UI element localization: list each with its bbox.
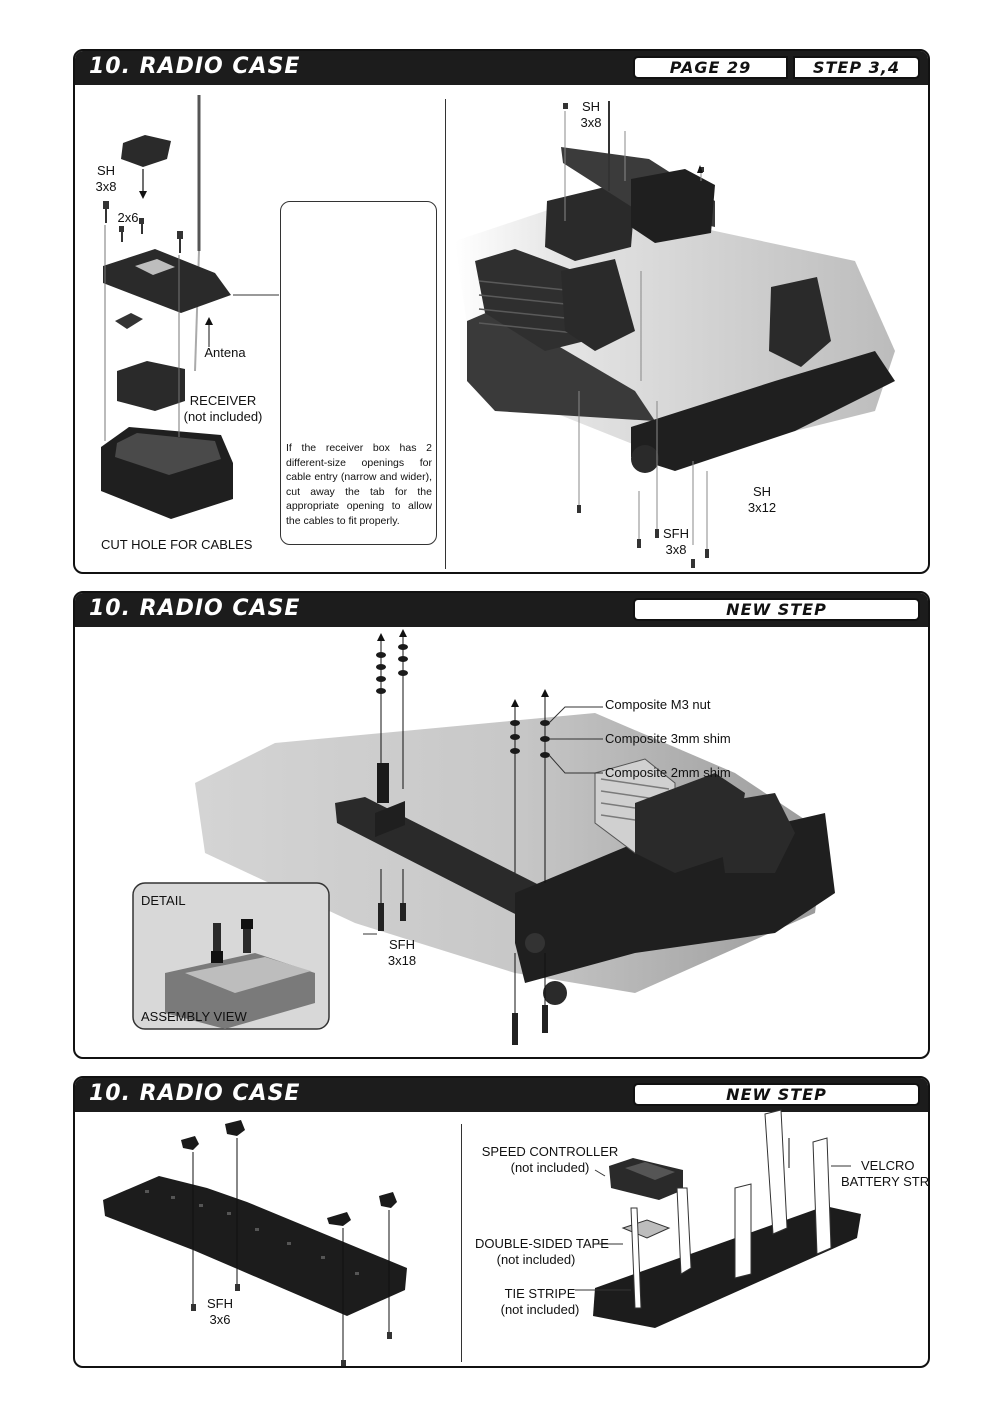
screw-type: SFH	[389, 937, 415, 952]
receiver-note-box	[280, 201, 437, 545]
screw-type: SFH	[663, 526, 689, 541]
screw-label-sfh: SFH 3x18	[385, 937, 419, 969]
label-composite-3mm-shim: Composite 3mm shim	[605, 731, 731, 746]
antenna-label: Antena	[204, 345, 246, 360]
panel-title: 10. RADIO CASE	[89, 596, 301, 621]
screw-label-sfh: SFH 3x6	[205, 1296, 235, 1328]
battery-strap-title: BATTERY STRAP	[841, 1174, 930, 1189]
label-composite-2mm-shim: Composite 2mm shim	[605, 765, 731, 780]
receiver-box-exploded-illustration: !	[101, 95, 895, 568]
screw-size: 3x8	[665, 542, 687, 557]
panel-step-1: 10. RADIO CASE PAGE 29 STEP 3,4	[73, 49, 930, 574]
velcro-strap-label: VELCRO BATTERY STRAP	[841, 1158, 930, 1190]
step-tag: STEP 3,4	[793, 56, 920, 79]
panel-header: 10. RADIO CASE NEW STEP	[75, 1078, 928, 1112]
panel-title: 10. RADIO CASE	[89, 1081, 301, 1106]
screw-type: SH	[96, 163, 116, 178]
speed-controller-title: SPEED CONTROLLER	[481, 1144, 619, 1159]
screw-type: SFH	[207, 1296, 233, 1311]
panel-divider	[445, 99, 446, 569]
panel-header: 10. RADIO CASE PAGE 29 STEP 3,4	[75, 51, 928, 85]
screw-type: SH	[581, 99, 601, 114]
double-sided-tape-label: DOUBLE-SIDED TAPE (not included)	[475, 1236, 609, 1268]
battery-plate-illustration	[103, 1109, 861, 1366]
panel-title: 10. RADIO CASE	[89, 54, 301, 79]
screw-label-sh-top: SH 3x8	[577, 99, 605, 131]
panel-step-3: 10. RADIO CASE NEW STEP	[73, 1076, 930, 1368]
panel-header: 10. RADIO CASE NEW STEP	[75, 593, 928, 627]
screw-label-2x6: 2x6	[117, 210, 139, 225]
screw-size: 3x6	[209, 1312, 231, 1327]
tie-note: (not included)	[500, 1302, 580, 1317]
screw-type: SH	[752, 484, 772, 499]
panel-divider	[461, 1124, 462, 1362]
tape-note: (not included)	[496, 1252, 576, 1267]
screw-size: 3x18	[387, 953, 417, 968]
receiver-note: (not included)	[183, 409, 263, 424]
assembly-view-label: ASSEMBLY VIEW	[141, 1009, 247, 1024]
cut-hole-label: CUT HOLE FOR CABLES	[101, 537, 253, 552]
speed-controller-label: SPEED CONTROLLER (not included)	[475, 1144, 625, 1176]
speed-controller-note: (not included)	[510, 1160, 590, 1175]
screw-label-sh-3x12: SH 3x12	[745, 484, 779, 516]
step-tag: NEW STEP	[633, 598, 920, 621]
velcro-title: VELCRO	[861, 1158, 915, 1173]
tie-title: TIE STRIPE	[504, 1286, 576, 1301]
receiver-note-text: If the receiver box has 2 different-size…	[286, 442, 432, 527]
step-tag: NEW STEP	[633, 1083, 920, 1106]
chassis-assembly-illustration	[75, 629, 928, 1045]
receiver-label: RECEIVER (not included)	[183, 393, 263, 425]
label-composite-m3-nut: Composite M3 nut	[605, 697, 711, 712]
screw-label-sh: SH 3x8	[93, 163, 119, 195]
screw-size: 3x12	[747, 500, 777, 515]
page-tag: PAGE 29	[633, 56, 788, 79]
receiver-title: RECEIVER	[189, 393, 257, 408]
screw-size: 3x8	[95, 179, 117, 194]
screw-label-sfh: SFH 3x8	[661, 526, 691, 558]
screw-size: 3x8	[580, 115, 602, 130]
detail-label: DETAIL	[141, 893, 186, 908]
tie-stripe-label: TIE STRIPE (not included)	[495, 1286, 585, 1318]
tape-title: DOUBLE-SIDED TAPE	[475, 1236, 609, 1251]
panel-step-2: 10. RADIO CASE NEW STEP	[73, 591, 930, 1059]
